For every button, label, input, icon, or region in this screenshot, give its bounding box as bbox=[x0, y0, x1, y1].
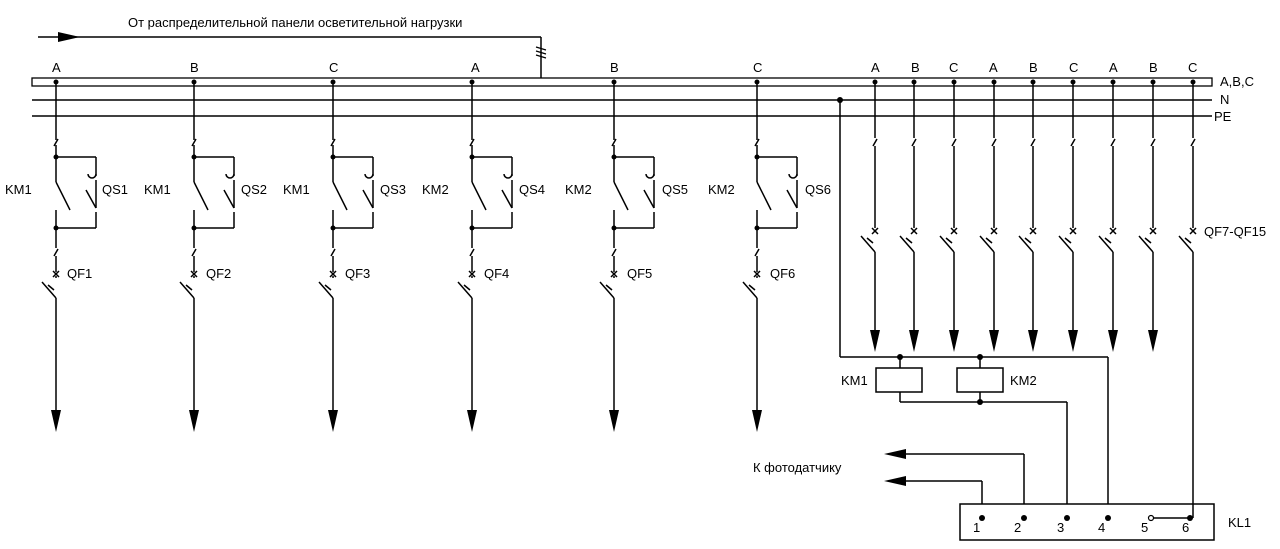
photo-sensor-label: К фотодатчику bbox=[753, 460, 842, 475]
control-phase-label: C bbox=[949, 60, 958, 75]
feeder-phase-label: B bbox=[610, 60, 619, 75]
control-breaker-2 bbox=[899, 79, 919, 352]
relay-terminal-label: 6 bbox=[1182, 520, 1189, 535]
bus-bars bbox=[31, 77, 1213, 117]
control-phase-label: B bbox=[911, 60, 920, 75]
control-phase-label: A bbox=[871, 60, 880, 75]
control-breaker-4 bbox=[979, 79, 999, 352]
feeder-switch-label: QS2 bbox=[241, 182, 267, 197]
feeder-4 bbox=[457, 79, 513, 432]
control-circuit bbox=[837, 97, 1215, 541]
feeder-switch-label: QS4 bbox=[519, 182, 545, 197]
control-phase-label: C bbox=[1188, 60, 1197, 75]
coil-label: KM1 bbox=[841, 373, 868, 388]
source-label: От распределительной панели осветительно… bbox=[128, 15, 462, 30]
control-breaker-3 bbox=[939, 79, 959, 352]
feeder-3 bbox=[318, 79, 374, 432]
bus-phases-label: A,B,C bbox=[1220, 74, 1254, 89]
control-phase-label: A bbox=[1109, 60, 1118, 75]
feeder-breaker-label: QF3 bbox=[345, 266, 370, 281]
feeder-contactor-label: KM1 bbox=[5, 182, 32, 197]
coil-km1 bbox=[875, 367, 923, 393]
feeder-breaker-label: QF5 bbox=[627, 266, 652, 281]
control-breakers-label: QF7-QF15 bbox=[1204, 224, 1266, 239]
control-breaker-6 bbox=[1058, 79, 1078, 352]
feeder-circuits bbox=[41, 79, 798, 432]
feeder-5 bbox=[599, 79, 655, 432]
relay-terminal-label: 2 bbox=[1014, 520, 1021, 535]
feeder-phase-label: A bbox=[471, 60, 480, 75]
feeder-contactor-label: KM2 bbox=[565, 182, 592, 197]
control-breaker-5 bbox=[1018, 79, 1038, 352]
feeder-switch-label: QS1 bbox=[102, 182, 128, 197]
coil-km2 bbox=[956, 367, 1004, 393]
feeder-contactor-label: KM2 bbox=[422, 182, 449, 197]
bus-pe-label: PE bbox=[1214, 109, 1232, 124]
control-phase-label: A bbox=[989, 60, 998, 75]
relay-name-label: KL1 bbox=[1228, 515, 1251, 530]
feeder-switch-label: QS3 bbox=[380, 182, 406, 197]
feeder-phase-label: B bbox=[190, 60, 199, 75]
incoming-feed bbox=[38, 32, 547, 85]
relay-kl1 bbox=[959, 503, 1215, 541]
control-breaker-1 bbox=[860, 79, 880, 352]
feeder-breaker-label: QF1 bbox=[67, 266, 92, 281]
relay-terminal-label: 5 bbox=[1141, 520, 1148, 535]
feeder-breaker-label: QF4 bbox=[484, 266, 509, 281]
feeder-switch-label: QS6 bbox=[805, 182, 831, 197]
bus-n-label: N bbox=[1220, 92, 1229, 107]
control-phase-label: C bbox=[1069, 60, 1078, 75]
control-breaker-7 bbox=[1098, 79, 1118, 352]
feeder-phase-label: C bbox=[753, 60, 762, 75]
feeder-breaker-label: QF2 bbox=[206, 266, 231, 281]
control-breaker-9 bbox=[1178, 79, 1197, 518]
feeder-breaker-label: QF6 bbox=[770, 266, 795, 281]
feeder-6 bbox=[742, 79, 798, 432]
feeder-contactor-label: KM1 bbox=[144, 182, 171, 197]
relay-terminal-label: 3 bbox=[1057, 520, 1064, 535]
feeder-switch-label: QS5 bbox=[662, 182, 688, 197]
relay-terminal-label: 4 bbox=[1098, 520, 1105, 535]
relay-terminal-label: 1 bbox=[973, 520, 980, 535]
feeder-1 bbox=[41, 79, 97, 432]
control-breakers bbox=[860, 79, 1197, 518]
control-phase-label: B bbox=[1029, 60, 1038, 75]
control-phase-label: B bbox=[1149, 60, 1158, 75]
control-breaker-8 bbox=[1138, 79, 1158, 352]
coil-label: KM2 bbox=[1010, 373, 1037, 388]
feeder-contactor-label: KM2 bbox=[708, 182, 735, 197]
feeder-contactor-label: KM1 bbox=[283, 182, 310, 197]
feeder-phase-label: A bbox=[52, 60, 61, 75]
feeder-2 bbox=[179, 79, 235, 432]
feeder-phase-label: C bbox=[329, 60, 338, 75]
relay-terminal-5 bbox=[1147, 514, 1155, 522]
